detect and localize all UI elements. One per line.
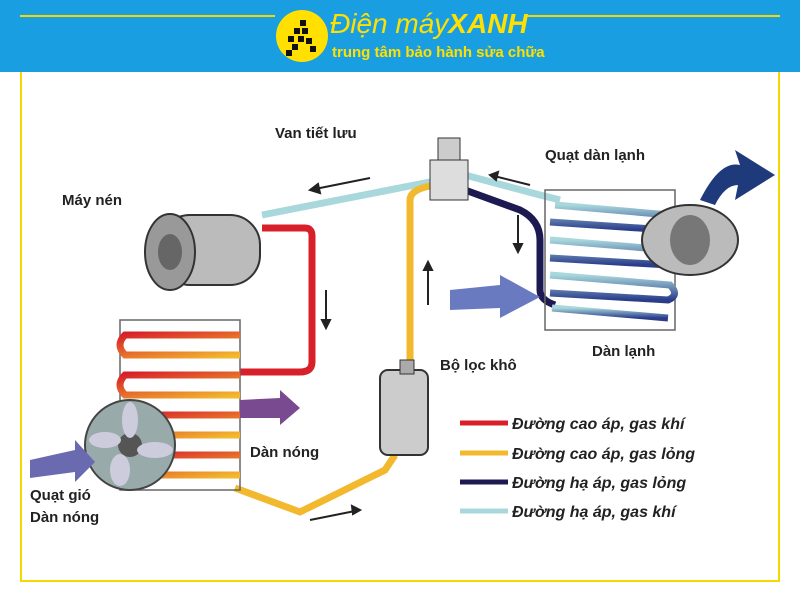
label-evaporator-fan: Quạt dàn lạnh — [545, 147, 645, 164]
legend-item: Đường hạ áp, gas khí — [512, 504, 678, 521]
legend-item: Đường cao áp, gas khí — [512, 416, 687, 433]
legend: Đường cao áp, gas khí Đường cao áp, gas … — [460, 416, 695, 521]
label-filter-dryer: Bộ lọc khô — [440, 357, 517, 374]
condenser-fan — [84, 399, 176, 491]
airflow-arrow-icon — [240, 390, 300, 425]
brand-name: Điện máyXANH — [330, 8, 528, 40]
label-condenser-fan: Quạt gió — [30, 487, 91, 504]
compressor — [144, 213, 261, 291]
header-banner — [0, 0, 800, 72]
flow-direction-arrows — [307, 170, 531, 521]
label-evaporator: Dàn lạnh — [592, 343, 655, 360]
high-pressure-gas-pipe — [240, 224, 316, 376]
label-condenser-fan-2: Dàn nóng — [30, 509, 99, 526]
legend-item: Đường hạ áp, gas lỏng — [512, 475, 686, 492]
brand-suffix: XANH — [448, 8, 528, 39]
label-expansion-valve: Van tiết lưu — [275, 125, 357, 142]
brand-prefix: Điện máy — [330, 8, 449, 39]
content-frame — [20, 72, 780, 582]
expansion-valve — [429, 137, 469, 201]
label-compressor: Máy nén — [62, 192, 122, 209]
low-pressure-gas-pipe — [261, 178, 431, 219]
high-pressure-liquid-pipe — [406, 182, 431, 370]
low-pressure-liquid-pipe — [463, 186, 557, 309]
header-divider — [20, 15, 275, 17]
low-pressure-gas-pipe — [464, 171, 561, 204]
header-divider — [525, 15, 780, 17]
legend-item: Đường cao áp, gas lỏng — [512, 446, 695, 463]
logo-icon — [276, 10, 328, 62]
airflow-arrow-icon — [30, 440, 95, 482]
high-pressure-liquid-pipe — [233, 453, 398, 516]
airflow-arrow-icon — [700, 150, 775, 205]
filter-dryer — [379, 359, 429, 456]
airflow-arrow-icon — [450, 275, 540, 318]
label-condenser: Dàn nóng — [250, 444, 319, 461]
brand-tagline: trung tâm bảo hành sửa chữa — [332, 44, 545, 61]
evaporator-blower — [641, 204, 739, 276]
